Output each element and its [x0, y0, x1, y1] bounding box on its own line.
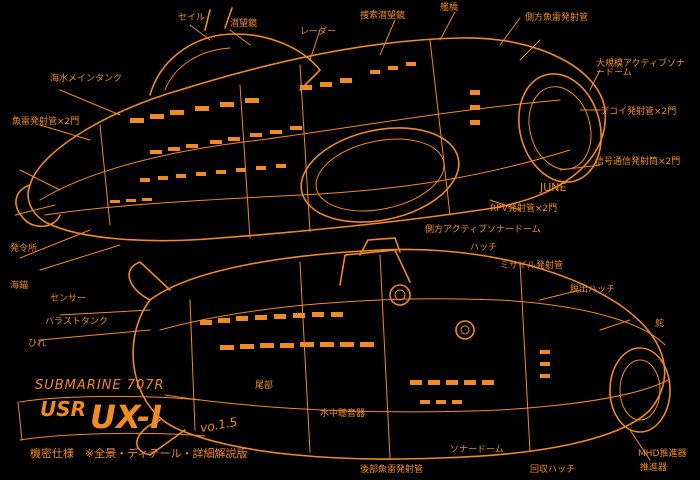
- annotation-comm: 信号通信発射筒×2門: [595, 157, 681, 167]
- annotation-side-tubes: 側方魚雷発射管: [525, 13, 589, 23]
- annotation-ctrl-room: 発令所: [10, 244, 38, 254]
- annotation-large-sonar: 大規模アクティブソナードーム: [596, 59, 686, 78]
- annotation-anchor: 海錨: [10, 281, 29, 291]
- annotation-propeller: 推進器: [640, 463, 668, 473]
- annotation-sea-sonar: 海水メインタンク: [50, 74, 123, 84]
- annotation-mhd: MHD推進器: [638, 449, 687, 459]
- annotation-escape: 脱出ハッチ: [570, 285, 616, 295]
- annotation-recovery: 回収ハッチ: [530, 465, 576, 475]
- title-ux1: UX-I: [90, 398, 163, 436]
- annotation-search-periscope: 捜索潜望鏡: [360, 11, 406, 21]
- annotation-weapons-tubes: 魚雷発射管×2門: [12, 117, 80, 127]
- annotation-sensor: センサー: [50, 294, 87, 304]
- annotation-rpv: RPV発射管×2門: [490, 204, 558, 214]
- annotation-bridge: 艦橋: [440, 3, 459, 13]
- annotation-rudder: 舵: [655, 319, 665, 329]
- annotation-decoy: デコイ発射管×2門: [600, 107, 677, 117]
- annotation-missile: ミサイル発射管: [500, 261, 564, 271]
- title-subtitle-left: 機密仕様: [30, 447, 74, 460]
- title-line1: SUBMARINE 707R: [35, 378, 165, 393]
- title-frame: [17, 395, 206, 441]
- annotation-fin: ひれ: [28, 339, 47, 349]
- annotation-torp-rear: 後部魚雷発射管: [360, 465, 424, 475]
- annotation-sail-top: 潜望鏡: [230, 19, 258, 29]
- lower-submarine: [128, 237, 671, 460]
- annotation-radar: レーダー: [300, 27, 337, 37]
- annotation-dome: ソナードーム: [450, 445, 504, 455]
- annotation-ballast: バラストタンク: [45, 317, 108, 327]
- leader-lines: [19, 11, 651, 461]
- title-usr: USR: [40, 397, 87, 421]
- title-subtitle: ※全景・ディテール・詳細解説版: [85, 447, 248, 460]
- upper-submarine: [14, 7, 607, 242]
- annotation-hatch: ハッチ: [470, 243, 498, 253]
- annotation-hydro: 水中聴音器: [320, 409, 366, 419]
- annotation-active-sonar: 側方アクティブソナードーム: [425, 225, 541, 235]
- annotation-tail: 尾部: [255, 381, 274, 391]
- annotation-june: JUNE: [540, 181, 567, 194]
- annotation-sail: セイル: [178, 13, 206, 23]
